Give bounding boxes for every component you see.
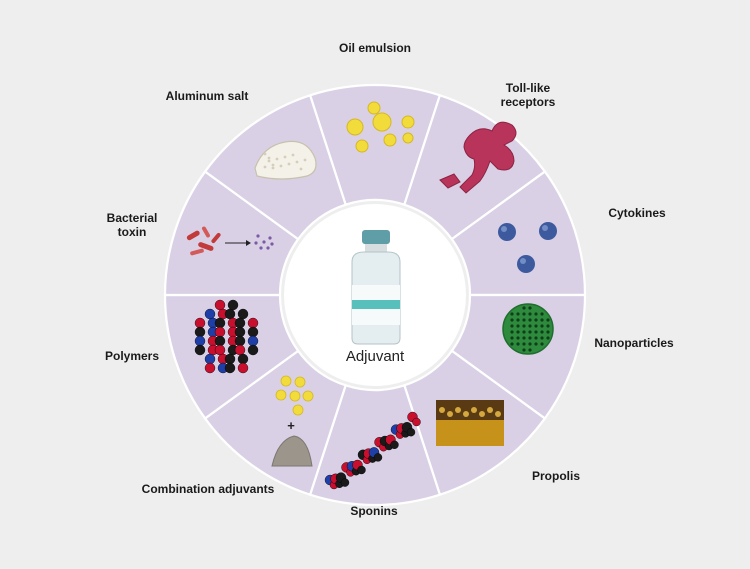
nanoparticle-icon: [502, 303, 554, 355]
polymer-molecule-icon: [194, 299, 259, 374]
label-nanoparticles: Nanoparticles: [594, 336, 674, 350]
receptor-icon: [439, 121, 517, 194]
honeycomb-photo-icon: [436, 400, 504, 446]
cytokine-spheres-icon: [498, 222, 557, 273]
vial-icon: [351, 230, 401, 345]
label-aluminum-salt: Aluminum salt: [165, 89, 249, 103]
droplets-plus-powder-icon: +: [271, 375, 314, 467]
oil-droplets-icon: [346, 101, 415, 153]
label-propolis: Propolis: [531, 469, 581, 483]
bacteria-toxin-icon: [186, 226, 274, 256]
label-cytokines: Cytokines: [608, 206, 666, 220]
label-oil-emulsion: Oil emulsion: [338, 41, 412, 55]
label-polymers: Polymers: [104, 349, 160, 363]
label-combination-adjuvants: Combination adjuvants: [141, 482, 275, 496]
label-sponins: Sponins: [350, 504, 398, 518]
salt-pile-icon: [254, 140, 317, 180]
center-label: Adjuvant: [345, 348, 405, 365]
molecule-chain-icon: [324, 411, 421, 490]
svg-text:+: +: [287, 418, 295, 433]
